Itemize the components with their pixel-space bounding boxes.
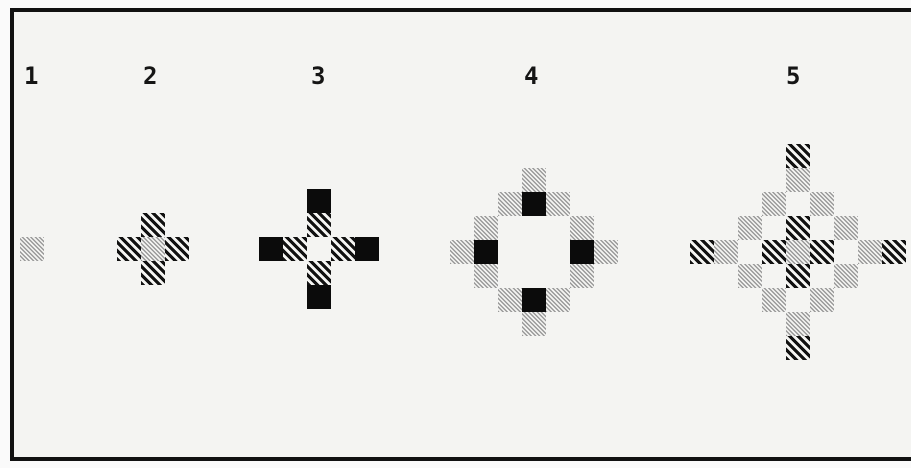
pattern-4-cell-light <box>522 312 546 336</box>
pattern-3-cell-solid <box>307 285 331 309</box>
pattern-5-cell-light <box>762 288 786 312</box>
pattern-4-cell-light <box>546 288 570 312</box>
pattern-5-cell-dark <box>786 144 810 168</box>
pattern-3-cell-dark <box>331 237 355 261</box>
pattern-3-cell-solid <box>259 237 283 261</box>
pattern-3-cell-dark <box>283 237 307 261</box>
pattern-5-cell-light <box>834 216 858 240</box>
pattern-2-cell-light <box>141 237 165 261</box>
pattern-5-cell-dark <box>762 240 786 264</box>
pattern-4-cell-solid <box>570 240 594 264</box>
pattern-4-cell-light <box>570 264 594 288</box>
pattern-2-cell-dark <box>141 213 165 237</box>
pattern-4-cell-light <box>498 192 522 216</box>
pattern-5-cell-light <box>738 264 762 288</box>
pattern-5-cell-light <box>858 240 882 264</box>
pattern-5-cell-light <box>810 192 834 216</box>
pattern-5-cell-dark <box>882 240 906 264</box>
pattern-4-cell-light <box>498 288 522 312</box>
pattern-4-cell-light <box>474 264 498 288</box>
pattern-1-cell-light <box>20 237 44 261</box>
pattern-4-cell-solid <box>522 192 546 216</box>
pattern-2-cell-dark <box>141 261 165 285</box>
pattern-3-cell-dark <box>307 261 331 285</box>
pattern-5-cell-light <box>714 240 738 264</box>
pattern-4-cell-light <box>474 216 498 240</box>
pattern-4-cell-light <box>594 240 618 264</box>
pattern-5-cell-light <box>762 192 786 216</box>
pattern-4-cell-light <box>546 192 570 216</box>
pattern-5-cell-light <box>834 264 858 288</box>
pattern-5-cell-light <box>786 312 810 336</box>
pattern-4-cell-light <box>450 240 474 264</box>
pattern-5-cell-dark <box>786 264 810 288</box>
pattern-5-cell-light <box>786 240 810 264</box>
pattern-5-cell-light <box>738 216 762 240</box>
pattern-5-cell-dark <box>786 336 810 360</box>
pattern-2-cell-dark <box>165 237 189 261</box>
pattern-5-cell-dark <box>786 216 810 240</box>
pattern-4-cell-solid <box>474 240 498 264</box>
pattern-5-cell-light <box>786 168 810 192</box>
pattern-4-cell-light <box>522 168 546 192</box>
pattern-4-cell-solid <box>522 288 546 312</box>
pattern-5-cell-dark <box>810 240 834 264</box>
pattern-3-cell-solid <box>307 189 331 213</box>
pattern-4-cell-light <box>570 216 594 240</box>
pattern-5-cell-dark <box>690 240 714 264</box>
pattern-5-cell-light <box>810 288 834 312</box>
pattern-3-cell-dark <box>307 213 331 237</box>
pattern-2-cell-dark <box>117 237 141 261</box>
pattern-3-cell-solid <box>355 237 379 261</box>
